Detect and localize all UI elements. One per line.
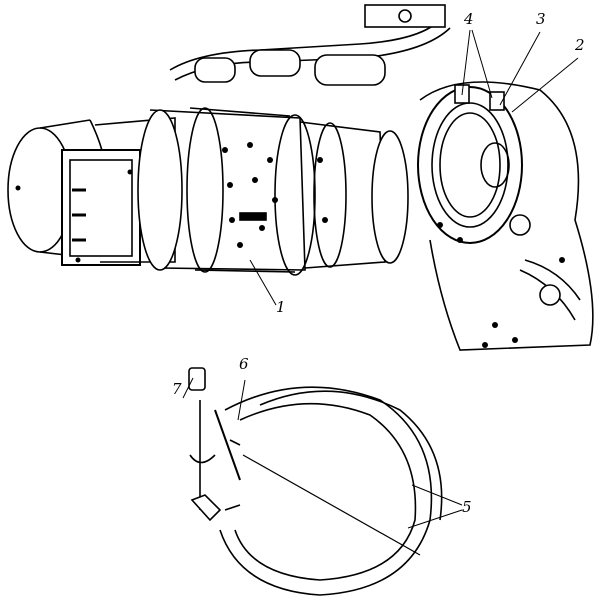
clamp-ring bbox=[188, 367, 443, 596]
label-7: 7 bbox=[172, 380, 182, 398]
leader-lines bbox=[182, 29, 579, 529]
generator bbox=[7, 107, 409, 276]
label-5: 5 bbox=[462, 498, 472, 516]
label-6: 6 bbox=[239, 355, 249, 373]
label-3: 3 bbox=[536, 10, 546, 28]
piping bbox=[169, 4, 451, 86]
label-4: 4 bbox=[464, 10, 474, 28]
label-1: 1 bbox=[276, 298, 286, 316]
label-2: 2 bbox=[575, 36, 585, 54]
flange-housing bbox=[417, 81, 594, 351]
